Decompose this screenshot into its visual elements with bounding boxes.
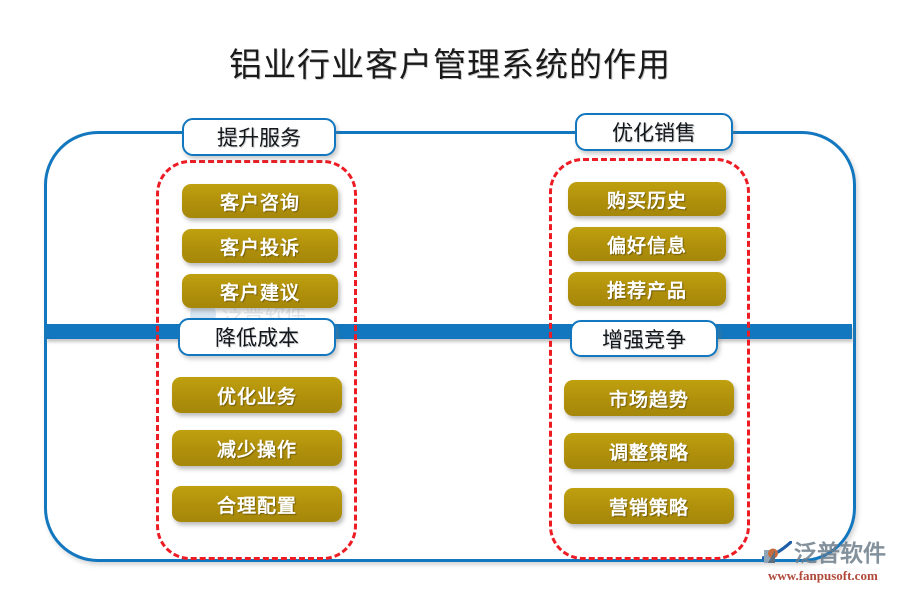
item-box[interactable]: 合理配置 (172, 486, 342, 522)
item-box[interactable]: 客户建议 (182, 274, 338, 308)
branch-header-optimize-sales[interactable]: 优化销售 (575, 113, 733, 151)
item-box[interactable]: 优化业务 (172, 377, 342, 413)
item-box[interactable]: 偏好信息 (568, 227, 726, 261)
item-box[interactable]: 推荐产品 (568, 272, 726, 306)
page-title: 铝业行业客户管理系统的作用 (229, 48, 671, 84)
item-box[interactable]: 市场趋势 (564, 380, 734, 416)
item-box[interactable]: 营销策略 (564, 488, 734, 524)
brand-row: 泛普软件 (762, 538, 894, 570)
item-box[interactable]: 客户咨询 (182, 184, 338, 218)
item-box[interactable]: 调整策略 (564, 433, 734, 469)
dashed-group-left (156, 160, 357, 560)
brand-name: 泛普软件 (794, 541, 886, 566)
brand-logo: 泛普软件 www.fanpusoft.com (762, 538, 894, 592)
branch-header-improve-service[interactable]: 提升服务 (182, 118, 336, 156)
dashed-group-right (549, 158, 750, 560)
brand-url: www.fanpusoft.com (768, 568, 878, 583)
item-box[interactable]: 减少操作 (172, 430, 342, 466)
outer-frame (44, 131, 856, 562)
item-box[interactable]: 客户投诉 (182, 229, 338, 263)
item-box[interactable]: 购买历史 (568, 182, 726, 216)
branch-header-reduce-cost[interactable]: 降低成本 (178, 318, 336, 356)
branch-header-enhance-competitiveness[interactable]: 增强竞争 (570, 320, 718, 357)
fanpu-swoosh-logo-icon (762, 541, 792, 563)
